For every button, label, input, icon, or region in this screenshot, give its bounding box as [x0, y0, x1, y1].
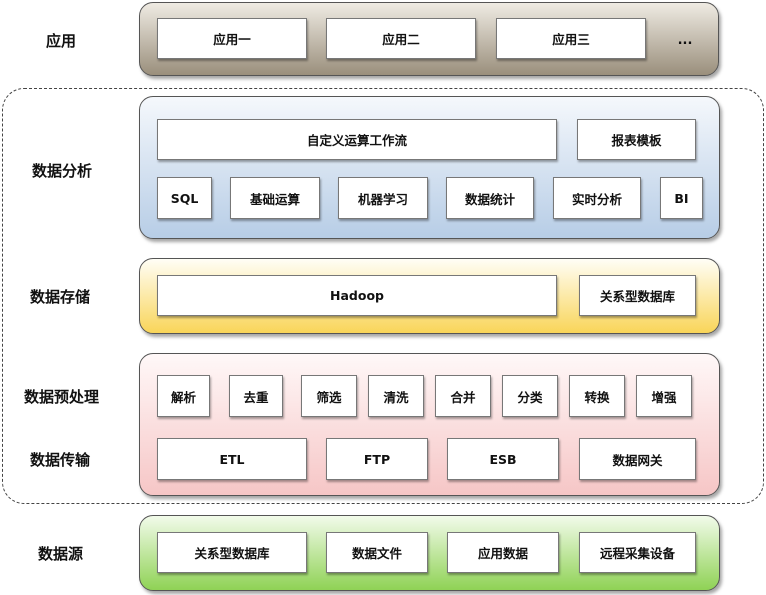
transfer-item: ESB: [447, 438, 559, 480]
label-source: 数据源: [38, 545, 84, 563]
analysis-item: 数据统计: [446, 177, 534, 219]
source-item: 应用数据: [447, 532, 559, 573]
analysis-item: 实时分析: [553, 177, 641, 219]
platform-group-border: [2, 88, 764, 504]
label-transfer: 数据传输: [30, 451, 91, 469]
preprocess-item: 分类: [502, 375, 558, 417]
preprocess-item: 筛选: [301, 375, 357, 417]
transfer-item: 数据网关: [579, 438, 696, 480]
label-analysis: 数据分析: [32, 162, 93, 180]
preprocess-item: 转换: [569, 375, 625, 417]
source-item: 远程采集设备: [579, 532, 696, 573]
preprocess-item: 解析: [157, 375, 210, 417]
label-storage: 数据存储: [30, 288, 91, 306]
transfer-item: FTP: [326, 438, 428, 480]
storage-item: Hadoop: [157, 275, 557, 316]
source-item: 关系型数据库: [157, 532, 307, 573]
analysis-item: BI: [660, 177, 703, 219]
app-item: 应用一: [157, 18, 307, 59]
preprocess-item: 合并: [435, 375, 491, 417]
app-item: 应用二: [326, 18, 476, 59]
preprocess-item: 清洗: [368, 375, 424, 417]
analysis-item: SQL: [157, 177, 212, 219]
analysis-report-template: 报表模板: [577, 119, 696, 160]
label-app: 应用: [46, 32, 77, 50]
analysis-workflow: 自定义运算工作流: [157, 119, 557, 160]
preprocess-item: 增强: [636, 375, 692, 417]
transfer-item: ETL: [157, 438, 307, 480]
analysis-item: 机器学习: [338, 177, 428, 219]
preprocess-item: 去重: [229, 375, 283, 417]
source-item: 数据文件: [326, 532, 428, 573]
app-item: 应用三: [496, 18, 646, 59]
label-preprocess: 数据预处理: [24, 388, 100, 406]
analysis-item: 基础运算: [230, 177, 320, 219]
app-more-ellipsis: ...: [677, 32, 693, 48]
storage-item: 关系型数据库: [579, 275, 696, 316]
